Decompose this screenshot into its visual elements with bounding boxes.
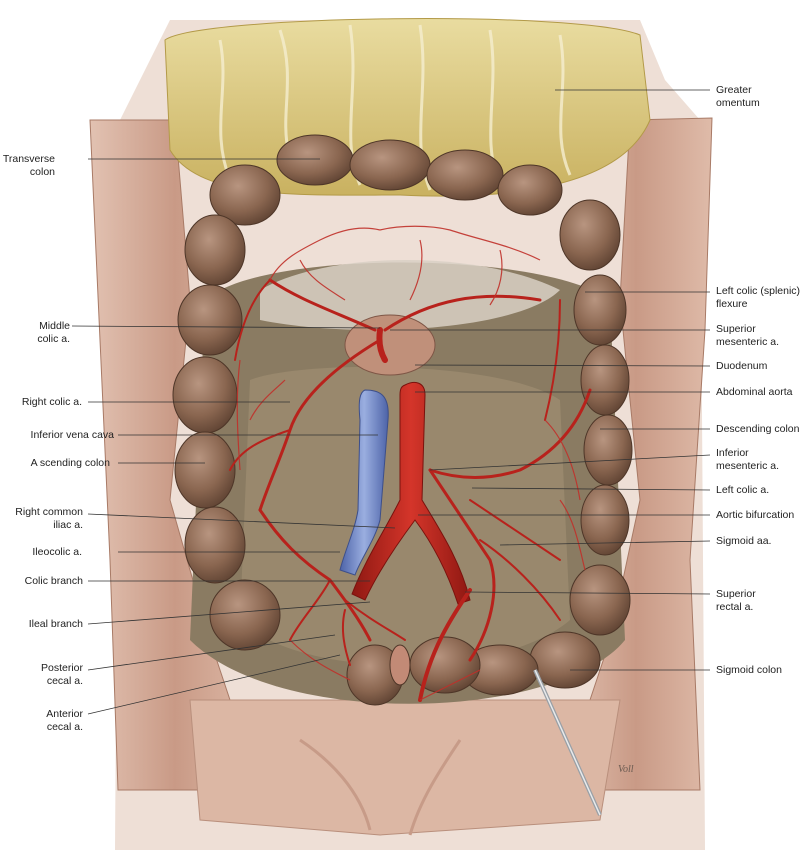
label-line: Middle: [39, 320, 70, 332]
left-leader-lines: [71, 158, 396, 715]
label-line: Posterior: [40, 662, 83, 674]
label-line: Duodenum: [716, 360, 768, 372]
label-line: omentum: [716, 97, 760, 109]
label-line: Inferior vena cava: [30, 429, 114, 441]
label-line: Right common: [15, 506, 83, 518]
arteries: [229, 278, 592, 702]
label-middle-colic-a: Middle colic a.: [0, 320, 70, 346]
label-left-colic-a: Left colic a.: [716, 484, 801, 497]
label-line: Ileal branch: [28, 618, 83, 630]
label-line: colon: [29, 166, 55, 178]
label-line: Aortic bifurcation: [716, 509, 795, 521]
label-anterior-cecal-a: Anterior cecal a.: [0, 708, 83, 734]
descending-colon-shape: [573, 274, 633, 556]
label-line: Transverse: [2, 153, 55, 165]
label-line: Anterior: [46, 708, 83, 720]
label-line: mesenteric a.: [716, 336, 780, 348]
label-line: iliac a.: [53, 519, 83, 531]
label-right-common-iliac-a: Right common iliac a.: [0, 506, 83, 532]
left-abdominal-wall: [559, 117, 713, 791]
label-line: A scending colon: [30, 457, 110, 469]
label-right-colic-a: Right colic a.: [0, 396, 82, 409]
label-line: Superior: [716, 323, 756, 335]
label-line: Inferior: [716, 447, 749, 459]
label-line: Abdominal aorta: [716, 386, 793, 398]
label-abdominal-aorta: Abdominal aorta: [716, 386, 801, 399]
label-line: Right colic a.: [21, 396, 82, 408]
label-line: cecal a.: [46, 675, 83, 687]
label-line: Left colic a.: [716, 484, 770, 496]
label-duodenum: Duodenum: [716, 360, 801, 373]
label-posterior-cecal-a: Posterior cecal a.: [0, 662, 83, 688]
label-transverse-colon: Transverse colon: [0, 153, 55, 179]
label-descending-colon: Descending colon: [716, 423, 803, 436]
label-line: Greater: [716, 84, 752, 96]
ascending-colon-shape: [172, 214, 281, 651]
label-superior-mesenteric-a: Superior mesenteric a.: [716, 323, 801, 349]
label-line: Superior: [716, 588, 756, 600]
right-leader-lines: [390, 89, 711, 671]
label-line: cecal a.: [46, 721, 83, 733]
label-line: Descending colon: [716, 423, 800, 435]
label-line: rectal a.: [716, 601, 754, 613]
label-ileocolic-a: Ileocolic a.: [0, 546, 82, 559]
label-greater-omentum: Greater omentum: [716, 84, 801, 110]
label-line: colic a.: [37, 333, 70, 345]
label-line: Left colic (splenic): [716, 285, 801, 297]
label-ileal-branch: Ileal branch: [0, 618, 83, 631]
label-inferior-vena-cava: Inferior vena cava: [0, 429, 114, 442]
label-line: flexure: [716, 298, 748, 310]
artist-signature: Voll: [618, 764, 634, 775]
cecum-shape: [346, 644, 411, 706]
transverse-colon-shape: [209, 134, 621, 271]
vena-cava-shape: [339, 389, 389, 576]
label-line: Ileocolic a.: [32, 546, 82, 558]
label-ascending-colon: A scending colon: [0, 457, 110, 470]
label-sigmoid-aa: Sigmoid aa.: [716, 535, 801, 548]
label-inferior-mesenteric-a: Inferior mesenteric a.: [716, 447, 801, 473]
aorta-shape: [351, 382, 471, 605]
label-line: Sigmoid aa.: [716, 535, 772, 547]
label-line: Colic branch: [24, 575, 83, 587]
label-left-colic-flexure: Left colic (splenic) flexure: [716, 285, 803, 311]
label-colic-branch: Colic branch: [0, 575, 83, 588]
label-superior-rectal-a: Superior rectal a.: [716, 588, 801, 614]
label-aortic-bifurcation: Aortic bifurcation: [716, 509, 803, 522]
label-sigmoid-colon: Sigmoid colon: [716, 664, 801, 677]
label-line: mesenteric a.: [716, 460, 780, 472]
label-line: Sigmoid colon: [716, 664, 782, 676]
